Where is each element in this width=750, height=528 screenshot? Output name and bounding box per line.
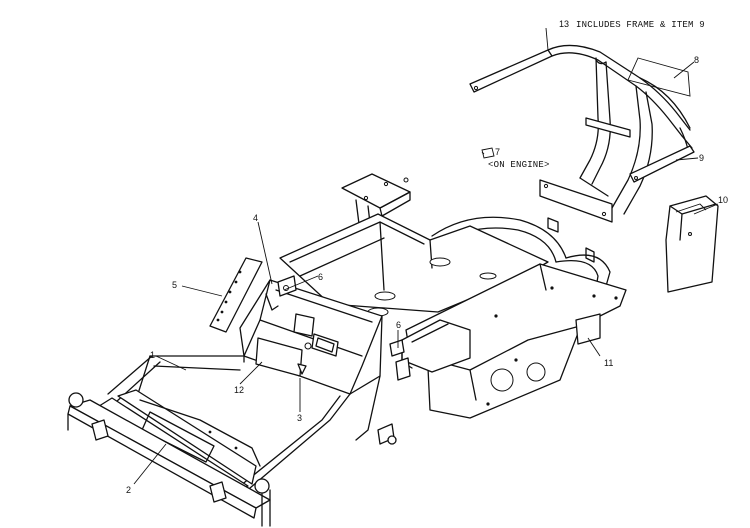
callout-12: 12 — [234, 385, 244, 395]
note-item-13: INCLUDES FRAME & ITEM 9 — [576, 20, 705, 30]
decal-8 — [627, 57, 691, 97]
rollbar-bracket — [629, 135, 695, 183]
shield-10 — [665, 195, 719, 293]
callouts: 13 INCLUDES FRAME & ITEM 9 8 9 7 <ON ENG… — [126, 19, 728, 495]
leader-lines — [133, 27, 719, 485]
callout-10: 10 — [718, 195, 728, 205]
callout-4: 4 — [253, 213, 258, 223]
callout-13: 13 — [559, 19, 569, 29]
callout-1: 1 — [150, 350, 155, 360]
callout-2: 2 — [126, 485, 131, 495]
callout-9: 9 — [699, 153, 704, 163]
callout-11: 11 — [604, 358, 613, 368]
roll-bar — [469, 44, 691, 223]
callout-3: 3 — [297, 413, 302, 423]
callout-6-upper: 6 — [318, 272, 323, 282]
callout-5: 5 — [172, 280, 177, 290]
callout-7: 7 — [495, 147, 500, 157]
decal-7 — [481, 147, 495, 159]
main-frame — [67, 173, 627, 527]
callout-6-lower: 6 — [396, 320, 401, 330]
callout-8: 8 — [694, 55, 699, 65]
note-item-7: <ON ENGINE> — [488, 160, 550, 170]
